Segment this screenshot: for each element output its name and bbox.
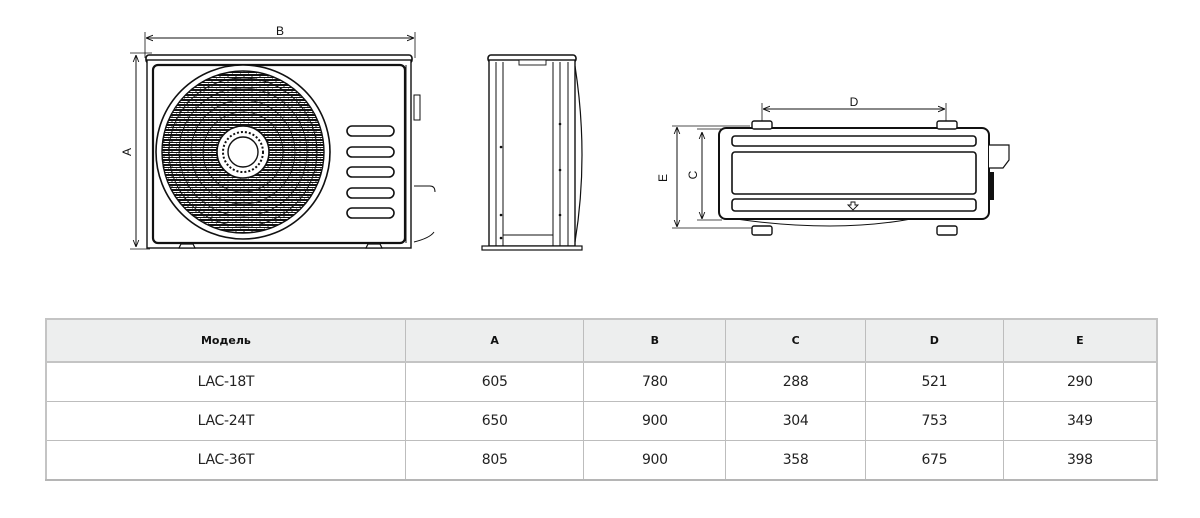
dimension-label-e: E <box>656 174 670 182</box>
cell-a: 650 <box>404 401 585 441</box>
cell-d: 675 <box>864 440 1004 481</box>
column-header-d: D <box>864 318 1004 363</box>
front-view: B A <box>120 24 436 250</box>
table-header-row: Модель A B C D E <box>44 318 1158 363</box>
cell-e: 349 <box>1002 401 1158 441</box>
bottom-view: D E C <box>656 95 1010 236</box>
cell-model: LAC-18T <box>44 361 406 402</box>
cell-c: 358 <box>725 440 866 481</box>
cell-model: LAC-36T <box>44 440 406 481</box>
column-header-model: Модель <box>44 318 406 363</box>
cell-b: 900 <box>583 440 727 481</box>
dimension-label-c: C <box>686 170 700 179</box>
cell-c: 304 <box>725 401 866 441</box>
cell-e: 290 <box>1002 361 1158 402</box>
side-view <box>481 54 583 251</box>
column-header-e: E <box>1002 318 1158 363</box>
cell-c: 288 <box>725 361 866 402</box>
cell-d: 521 <box>864 361 1004 402</box>
cell-e: 398 <box>1002 440 1158 481</box>
cell-b: 900 <box>583 401 727 441</box>
dimension-label-d: D <box>850 95 859 109</box>
column-header-a: A <box>404 318 585 363</box>
cell-b: 780 <box>583 361 727 402</box>
cell-model: LAC-24T <box>44 401 406 441</box>
table-row: LAC-18T 605 780 288 521 290 <box>44 361 1158 402</box>
cell-d: 753 <box>864 401 1004 441</box>
table-row: LAC-36T 805 900 358 675 398 <box>44 440 1158 481</box>
dimension-drawings: B A <box>120 24 1010 251</box>
dimension-label-b: B <box>276 24 284 38</box>
table-row: LAC-24T 650 900 304 753 349 <box>44 401 1158 441</box>
column-header-b: B <box>583 318 727 363</box>
dimension-label-a: A <box>120 148 134 156</box>
cell-a: 805 <box>404 440 585 481</box>
cell-a: 605 <box>404 361 585 402</box>
column-header-c: C <box>725 318 866 363</box>
dimensions-table: Модель A B C D E LAC-18T 605 780 288 521… <box>44 318 1158 481</box>
